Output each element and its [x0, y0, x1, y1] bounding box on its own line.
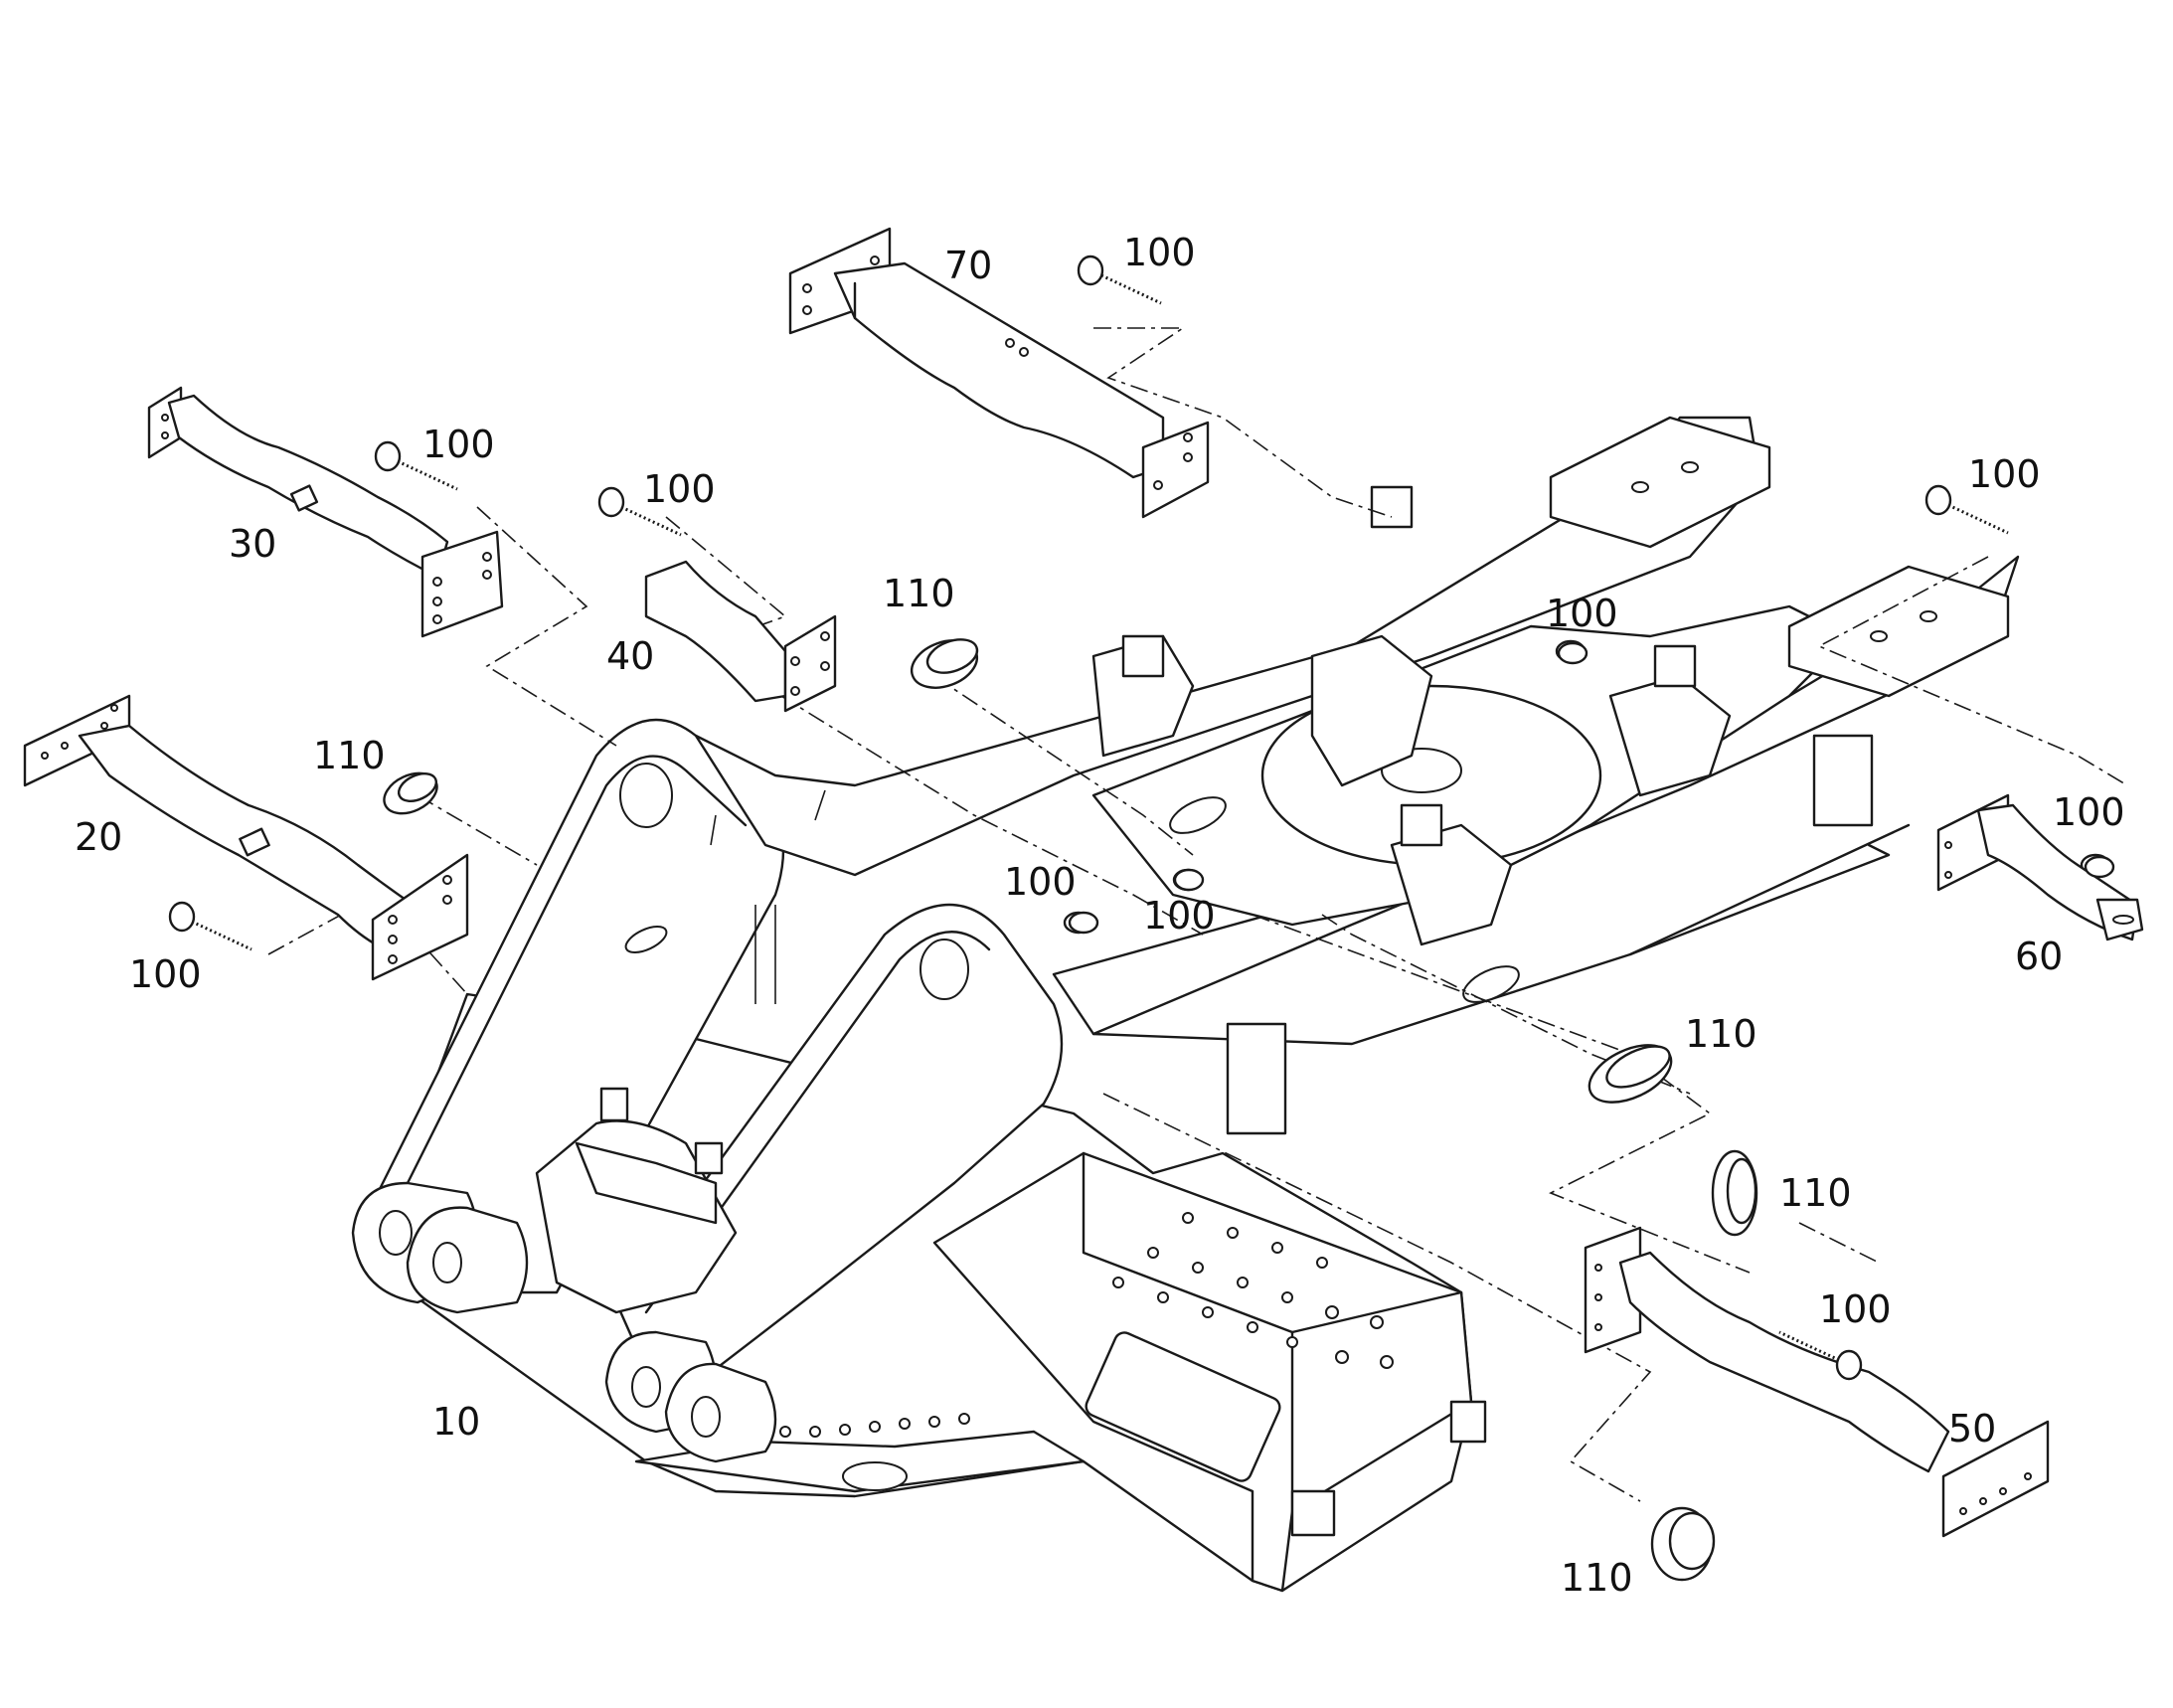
part-70-cross-member — [788, 227, 1210, 519]
callout-20: 20 — [75, 815, 122, 859]
bolt-100-30 — [374, 440, 458, 491]
bolt-100-40 — [597, 486, 682, 537]
bolt-100-right-top — [1924, 484, 2009, 535]
callout-100-mid-b: 100 — [1143, 894, 1216, 938]
bolt-100-top — [1077, 255, 1162, 305]
grommet-110-right-a — [1588, 1044, 1673, 1104]
callout-110-left: 110 — [313, 734, 386, 777]
callout-100-20: 100 — [129, 952, 202, 996]
callout-40: 40 — [606, 634, 654, 678]
callout-60: 60 — [2015, 935, 2063, 978]
part-30-outrigger-beam — [147, 386, 504, 638]
callout-100-top: 100 — [1123, 231, 1196, 274]
callout-100-30: 100 — [422, 423, 495, 466]
callout-100-60: 100 — [2053, 790, 2125, 834]
callout-50: 50 — [1948, 1407, 1996, 1451]
callout-30: 30 — [229, 522, 276, 566]
callout-10: 10 — [432, 1400, 480, 1444]
bushing-100-mid-b — [1173, 868, 1205, 892]
part-50-outrigger-beam — [1584, 1226, 2050, 1538]
callout-100-inner: 100 — [1546, 592, 1618, 635]
bolt-100-20 — [168, 901, 252, 951]
part-20-outrigger-beam — [23, 694, 469, 981]
grommet-110-top — [910, 638, 979, 689]
assembly-leader-lines — [267, 327, 2128, 1502]
callout-110-right-b: 110 — [1779, 1171, 1852, 1215]
callout-110-top: 110 — [883, 572, 955, 615]
callout-70: 70 — [944, 244, 992, 287]
grommet-110-bottom — [1650, 1506, 1716, 1582]
bushing-100-mid-a — [1068, 911, 1099, 935]
bushing-100-inner — [1557, 641, 1588, 665]
grommet-110-left — [383, 771, 438, 815]
part-60-outrigger-beam — [1936, 793, 2144, 941]
bushing-100-60 — [2084, 855, 2115, 879]
bolt-100-50 — [1778, 1330, 1863, 1381]
part-40-bracket — [644, 560, 837, 713]
grommet-110-right-b — [1711, 1149, 1758, 1237]
callout-110-right-a: 110 — [1685, 1012, 1757, 1056]
callout-100-50: 100 — [1819, 1287, 1892, 1331]
callout-100-right-top: 100 — [1968, 452, 2041, 496]
callout-100-40: 100 — [643, 467, 716, 511]
callout-100-mid-a: 100 — [1004, 860, 1077, 904]
callout-110-bottom: 110 — [1561, 1556, 1633, 1600]
